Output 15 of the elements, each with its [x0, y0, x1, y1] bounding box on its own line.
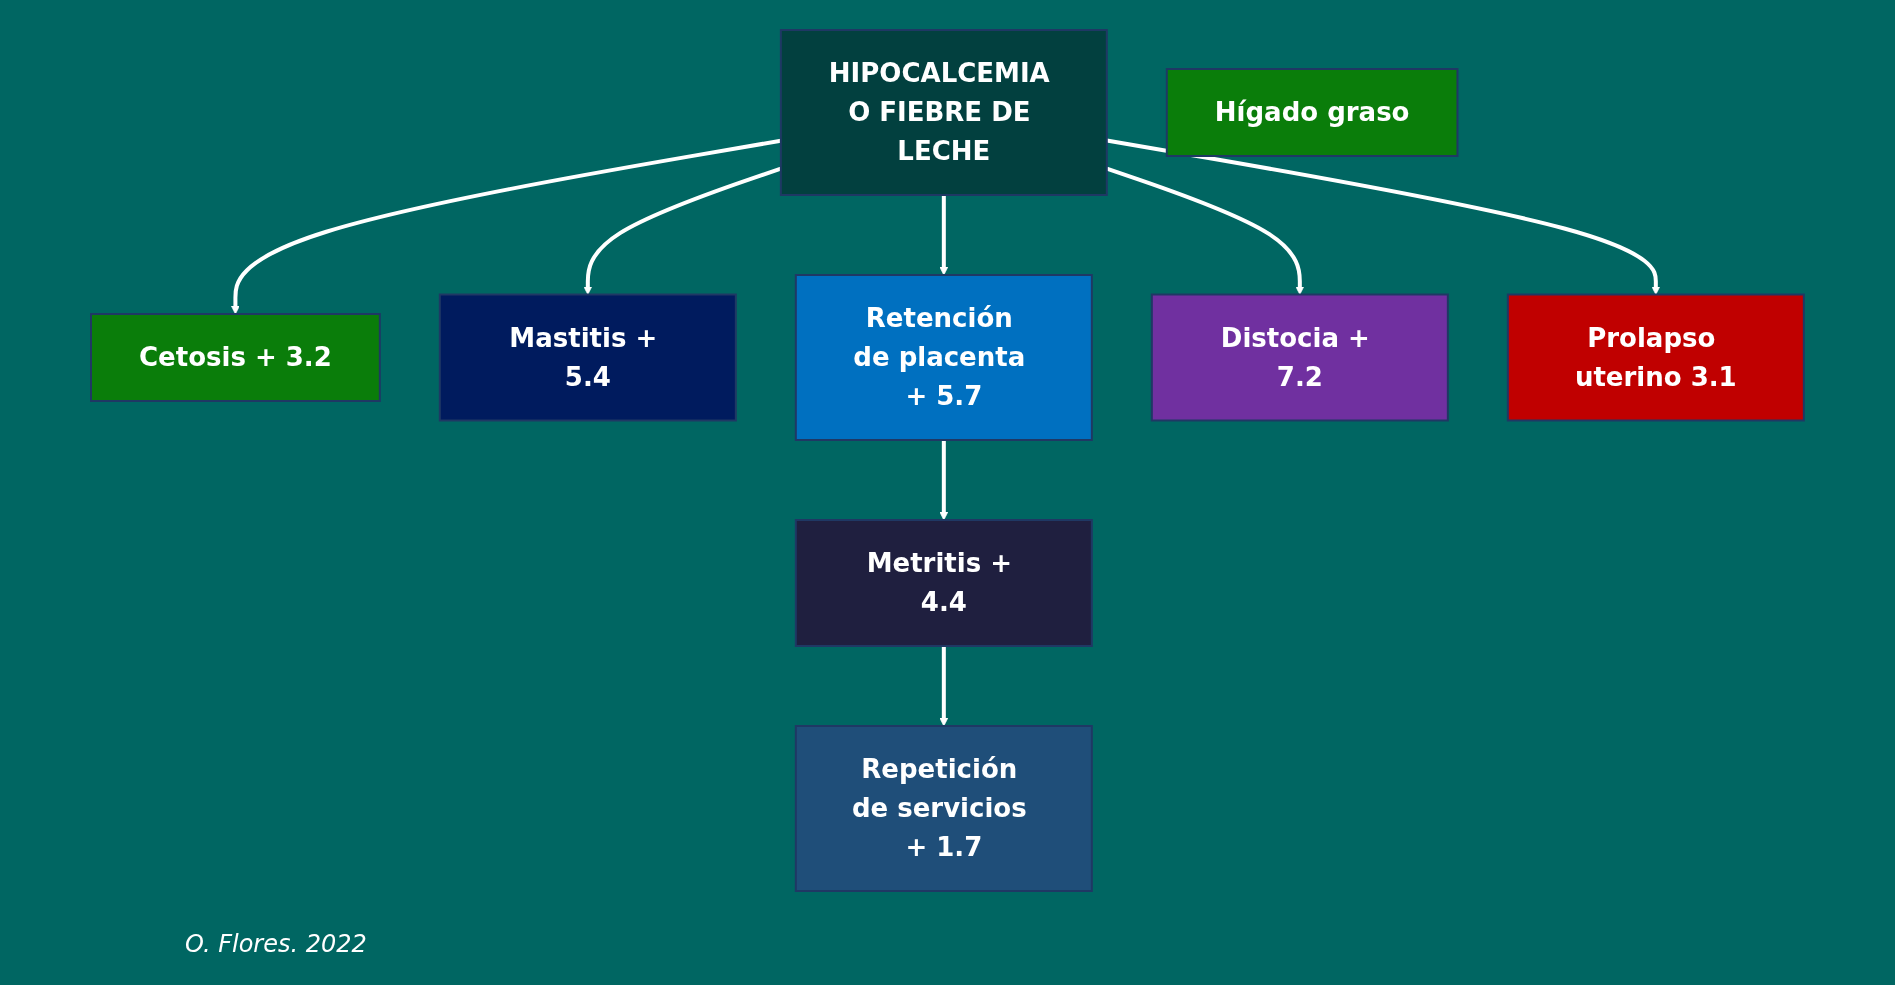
- node-box: Hígado graso: [1165, 67, 1459, 157]
- node-box: Metritis + 4.4: [794, 518, 1093, 647]
- arrow: [1106, 166, 1305, 295]
- arrow: [939, 439, 949, 520]
- arrow: [939, 645, 949, 726]
- arrow: [1106, 138, 1661, 295]
- node-box: Prolapso uterino 3.1: [1506, 293, 1805, 421]
- node-box: Repetición de servicios + 1.7: [794, 724, 1093, 892]
- node-box: HIPOCALCEMIA O FIEBRE DE LECHE: [779, 28, 1108, 196]
- node-box: Retención de placenta + 5.7: [794, 273, 1093, 441]
- arrow: [939, 194, 949, 275]
- caption: O. Flores. 2022: [185, 930, 367, 958]
- node-box: Distocia + 7.2: [1150, 293, 1449, 421]
- node-box: Cetosis + 3.2: [90, 312, 381, 402]
- node-box: Mastitis + 5.4: [438, 293, 737, 421]
